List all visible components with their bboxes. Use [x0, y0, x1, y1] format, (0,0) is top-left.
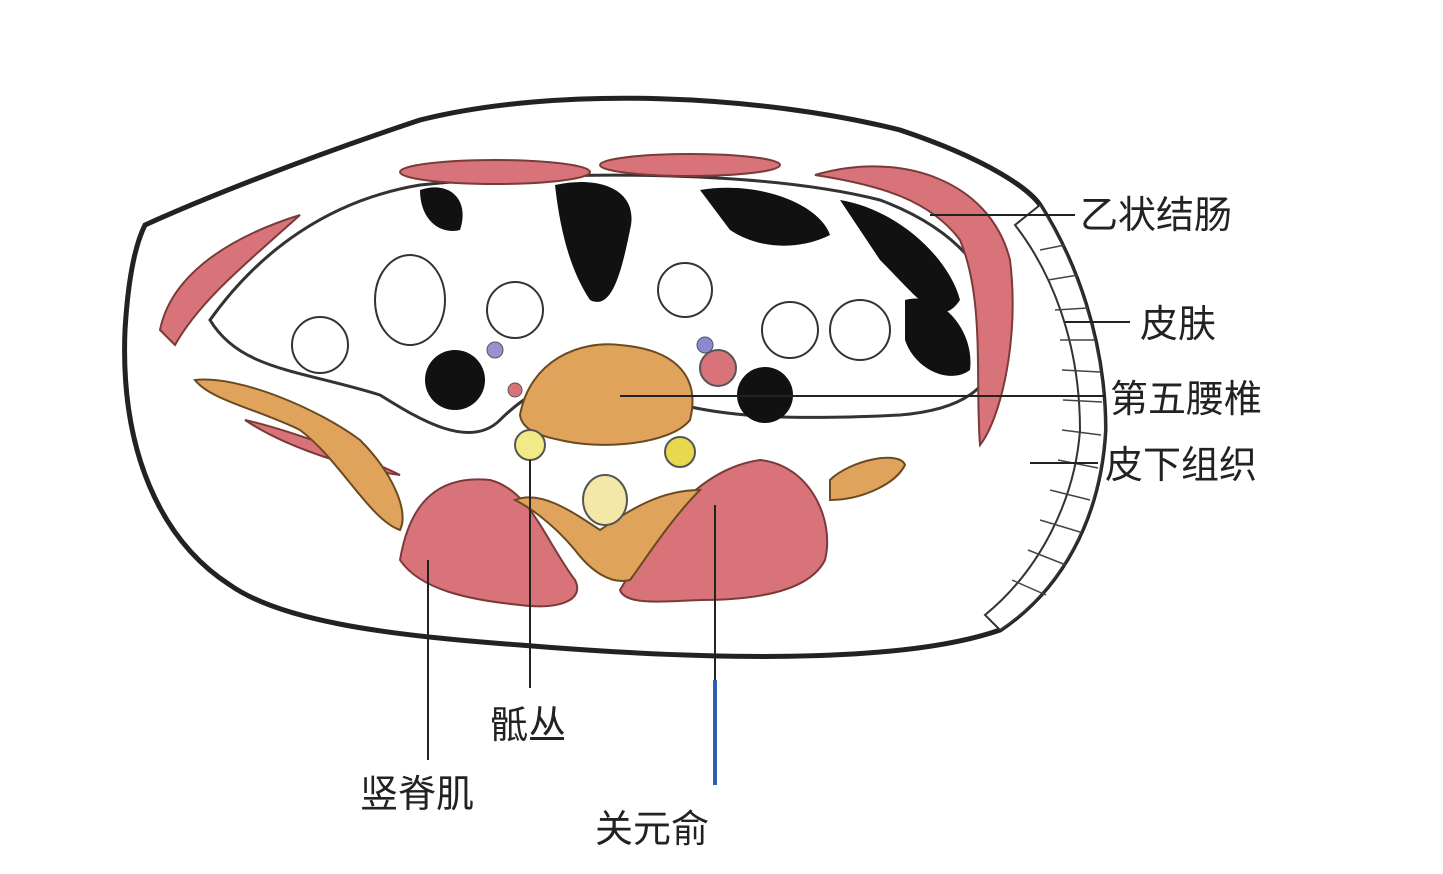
skin-hatching — [1011, 244, 1103, 596]
label-erector-spinae: 竖脊肌 — [360, 772, 475, 816]
label-subcutaneous-tissue: 皮下组织 — [1105, 443, 1258, 487]
leader-lines — [427, 214, 1130, 760]
skin-layer — [983, 203, 1107, 632]
label-sigmoid-colon: 乙状结肠 — [1080, 193, 1233, 237]
bowel-loops — [291, 254, 891, 374]
label-skin: 皮肤 — [1140, 302, 1217, 346]
label-guanyuanshu: 关元俞 — [595, 807, 710, 851]
label-fifth-lumbar-vertebra: 第五腰椎 — [1110, 377, 1263, 421]
muscles — [158, 153, 1014, 608]
erector-spinae-left — [398, 478, 578, 608]
bones — [193, 343, 907, 582]
label-sacral-plexus: 骶丛 — [490, 703, 567, 747]
fifth-lumbar-vertebra — [518, 343, 694, 446]
